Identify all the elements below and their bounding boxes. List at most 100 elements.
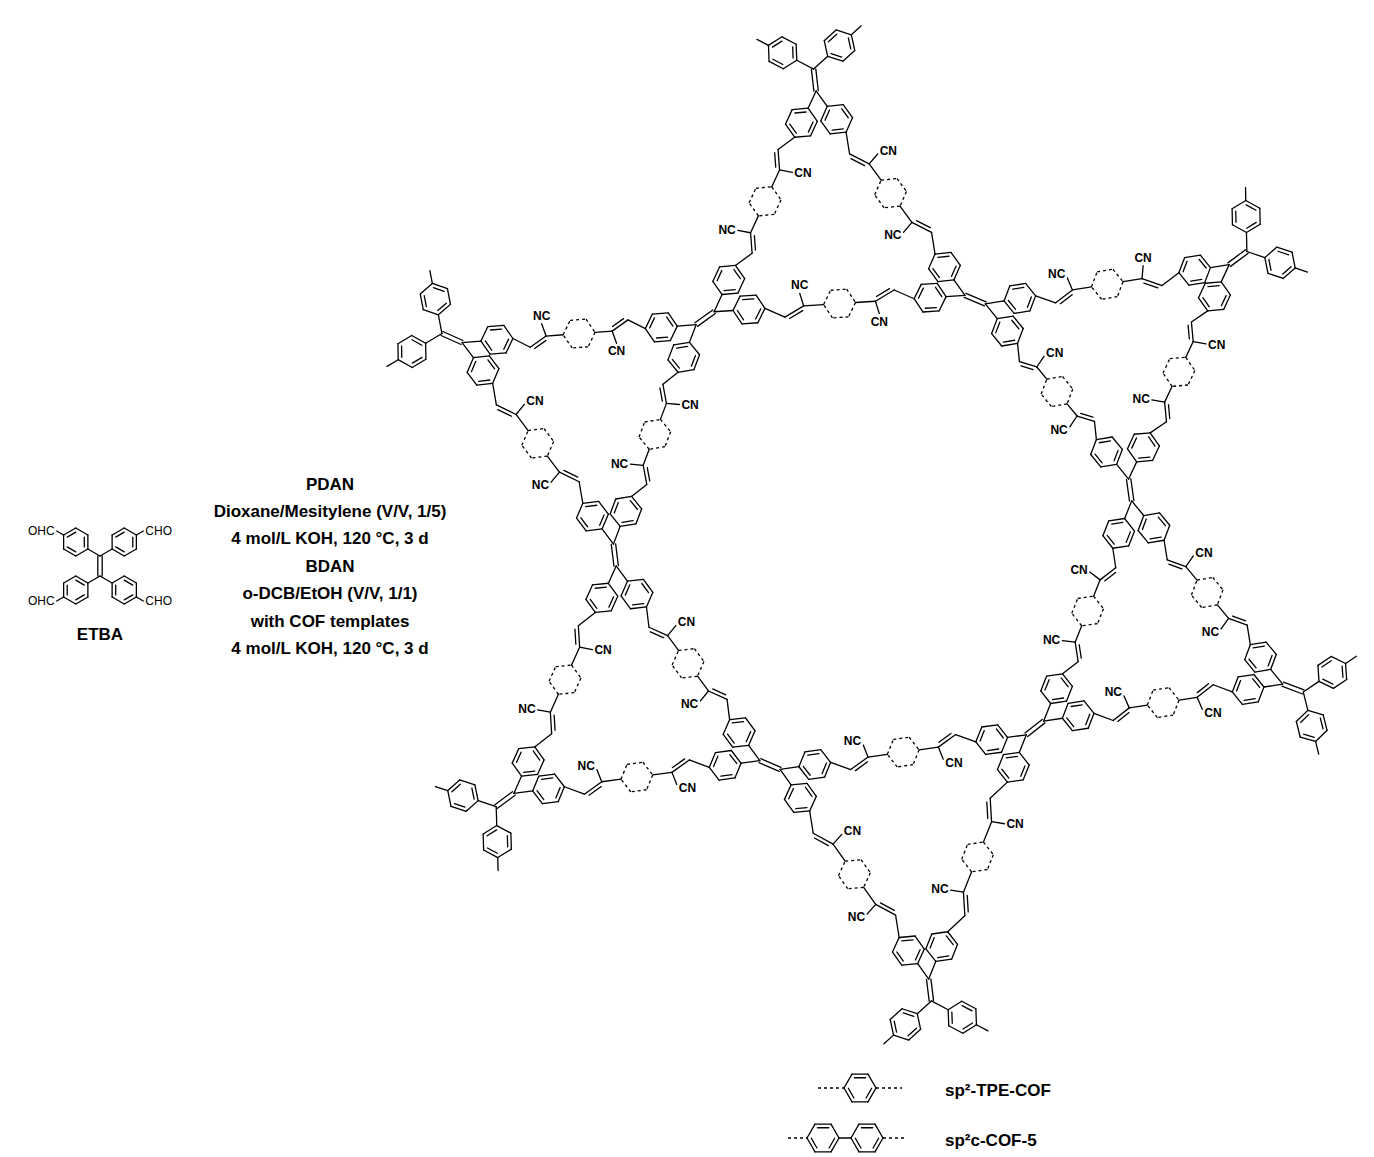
vinyl-double-bond: [1060, 295, 1072, 304]
ring-double-bond: [790, 124, 796, 133]
linker-ring: [1097, 269, 1113, 272]
ring-double-bond: [1249, 659, 1256, 668]
phenyl-ring: [733, 311, 742, 324]
phenyl-ring: [111, 535, 112, 549]
single-bond: [478, 801, 496, 807]
phenyl-ring: [76, 528, 88, 535]
single-bond: [462, 343, 473, 358]
ring-double-bond: [1112, 522, 1123, 524]
phenyl-ring: [522, 774, 538, 776]
vinyl-double-bond: [535, 341, 546, 349]
vinyl-double-bond: [1165, 402, 1167, 422]
ring-double-bond: [1203, 298, 1209, 307]
ring-double-bond: [1006, 756, 1017, 758]
linker-ring: [1051, 404, 1067, 407]
ring-double-bond: [124, 580, 132, 585]
ring-double-bond: [930, 938, 934, 948]
linker-ring: [665, 432, 671, 447]
single-bond: [741, 761, 760, 763]
phenyl-ring: [935, 252, 951, 254]
single-bond: [496, 807, 498, 826]
ring-double-bond: [586, 505, 597, 506]
phenyl-ring: [490, 353, 506, 354]
phenyl-ring: [821, 750, 831, 763]
linker-ring: [1091, 287, 1101, 299]
phenyl-ring: [792, 108, 808, 109]
ring-double-bond: [412, 340, 422, 345]
phenyl-ring: [902, 964, 918, 966]
phenyl-ring: [769, 61, 783, 68]
single-bond: [698, 676, 709, 691]
single-bond: [88, 576, 100, 583]
vinyl-bond: [493, 383, 497, 405]
methyl-bond: [497, 858, 499, 871]
ring-double-bond: [1235, 211, 1237, 222]
ring-double-bond: [936, 287, 942, 296]
linker-ring: [848, 887, 864, 888]
legend-stub: [788, 1137, 807, 1138]
single-bond: [1129, 462, 1137, 479]
nitrile-bond: [903, 222, 911, 232]
nitrile-bond: [867, 904, 876, 914]
phenyl-ring: [782, 37, 796, 44]
phenyl-ring: [799, 752, 805, 767]
phenyl-ring: [512, 763, 521, 776]
linker-ring: [887, 739, 893, 754]
phenyl-ring: [1091, 440, 1097, 455]
central-double-bond: [102, 556, 103, 576]
phenyl-ring: [539, 774, 555, 776]
ring-double-bond: [962, 1006, 972, 1011]
methyl-bond: [1346, 656, 1357, 663]
phenyl-ring: [1018, 328, 1024, 343]
phenyl-ring: [616, 496, 632, 499]
vinyl-bond: [1018, 343, 1020, 361]
linker-ring: [962, 844, 968, 859]
nitrile-bond: [1037, 356, 1044, 367]
linker-ring: [570, 319, 586, 320]
vinyl-bond: [579, 482, 583, 504]
condition-text: Dioxane/Mesitylene (V/V, 1/5): [214, 503, 447, 520]
aldehyde-bond: [57, 597, 64, 601]
legend-ring: [875, 1138, 883, 1152]
linker-ring: [847, 289, 856, 302]
ring-double-bond: [600, 515, 604, 525]
ring-double-bond: [938, 256, 949, 257]
linker-ring: [558, 693, 574, 695]
single-bond: [602, 779, 621, 782]
linker-ring: [962, 859, 972, 872]
ring-double-bond: [67, 547, 75, 552]
linker-ring: [893, 737, 909, 739]
single-bond: [514, 776, 522, 793]
phenyl-ring: [1068, 701, 1084, 703]
linker-ring: [682, 676, 698, 678]
single-bond: [1067, 404, 1077, 416]
ring-double-bond: [918, 288, 923, 298]
linker-ring: [1163, 359, 1170, 373]
ring-double-bond: [1341, 666, 1343, 677]
vinyl-bond: [1191, 311, 1207, 322]
phenyl-ring: [1014, 311, 1030, 314]
ring-double-bond: [1067, 718, 1074, 727]
single-bond: [714, 295, 722, 312]
linker-ring: [672, 650, 678, 665]
nitrile-bond: [780, 170, 793, 172]
linker-ring: [1213, 577, 1223, 589]
vinyl-double-bond: [612, 319, 623, 327]
central-double-bond: [1284, 682, 1305, 690]
phenyl-ring: [510, 833, 512, 849]
single-bond: [1019, 735, 1026, 753]
ring-double-bond: [1246, 205, 1256, 210]
phenyl-ring: [921, 283, 937, 284]
phenyl-ring: [824, 30, 836, 41]
linker-ring: [1191, 580, 1197, 595]
legend-ring: [831, 1138, 839, 1152]
phenyl-ring: [397, 344, 399, 360]
linker-ring: [832, 317, 848, 318]
nitrile-bond: [1142, 266, 1143, 279]
vinyl-double-bond: [778, 149, 780, 170]
phenyl-ring: [843, 50, 855, 61]
phenyl-ring: [851, 35, 854, 51]
ring-double-bond: [925, 307, 936, 309]
ring-double-bond: [424, 296, 426, 307]
ring-double-bond: [737, 310, 743, 319]
